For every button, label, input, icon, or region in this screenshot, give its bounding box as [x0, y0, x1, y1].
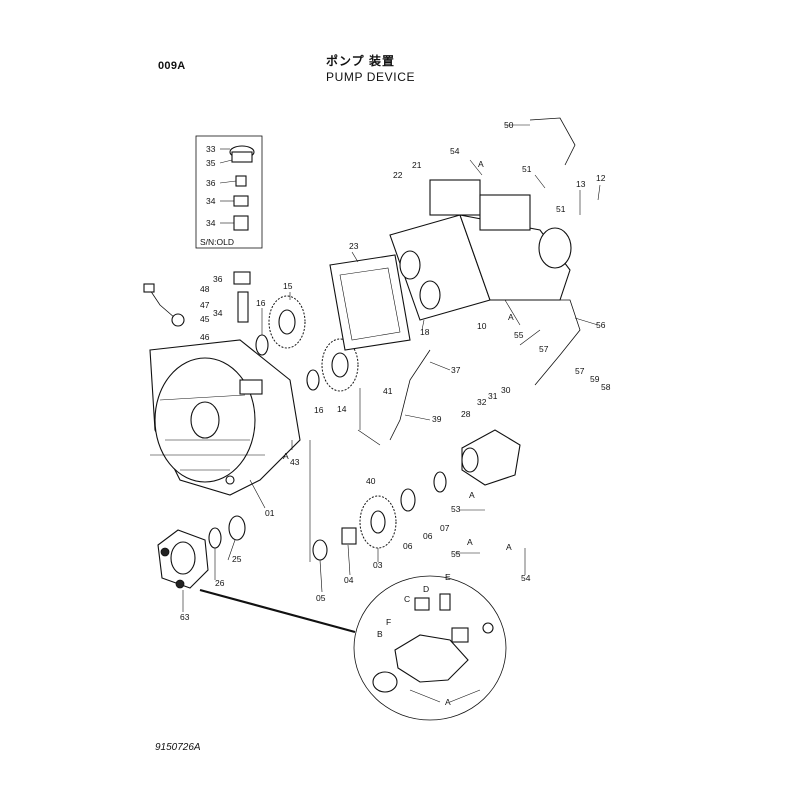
label-51a: 51	[522, 164, 532, 174]
label-14: 14	[337, 404, 347, 414]
ref-a3: A	[283, 451, 289, 461]
label-21: 21	[412, 160, 422, 170]
title-english: PUMP DEVICE	[326, 70, 416, 84]
label-36b: 36	[213, 274, 223, 284]
label-34b: 34	[206, 218, 216, 228]
label-47: 47	[200, 300, 210, 310]
ref-d: D	[423, 584, 429, 594]
label-01: 01	[265, 508, 275, 518]
gears	[255, 295, 447, 561]
label-59: 59	[590, 374, 600, 384]
label-16b: 16	[314, 405, 324, 415]
label-57b: 57	[575, 366, 585, 376]
label-31: 31	[488, 391, 498, 401]
ref-a2: A	[508, 312, 514, 322]
ref-b: B	[377, 629, 383, 639]
drawing-number: 9150726A	[155, 742, 201, 753]
label-51b: 51	[556, 204, 566, 214]
label-13: 13	[576, 179, 586, 189]
label-63: 63	[180, 612, 190, 622]
label-05: 05	[316, 593, 326, 603]
label-56: 56	[596, 320, 606, 330]
reference-letters: A A A A A A A B C D E F	[283, 159, 514, 707]
label-34c: 34	[213, 308, 223, 318]
label-53: 53	[451, 504, 461, 514]
label-22: 22	[393, 170, 403, 180]
ref-f: F	[386, 617, 391, 627]
ref-a6: A	[506, 542, 512, 552]
label-12: 12	[596, 173, 606, 183]
label-55a: 55	[514, 330, 524, 340]
leader-lines	[150, 124, 601, 703]
label-58: 58	[601, 382, 611, 392]
coupling-63	[157, 515, 246, 589]
ref-e: E	[445, 572, 451, 582]
label-18: 18	[420, 327, 430, 337]
pipes	[389, 117, 581, 441]
label-10: 10	[477, 321, 487, 331]
label-57a: 57	[539, 344, 549, 354]
label-36a: 36	[206, 178, 216, 188]
label-37: 37	[451, 365, 461, 375]
label-04: 04	[344, 575, 354, 585]
title-japanese: ポンプ 装置	[326, 54, 395, 68]
detail-circle	[199, 575, 507, 721]
ref-a1: A	[478, 159, 484, 169]
inset-note: S/N:OLD	[200, 237, 234, 247]
label-03: 03	[373, 560, 383, 570]
gear-housing-01	[149, 339, 301, 496]
pilot-pump-28	[461, 429, 521, 486]
label-54b: 54	[521, 573, 531, 583]
label-25: 25	[232, 554, 242, 564]
label-28: 28	[461, 409, 471, 419]
pump-assembly-10	[389, 179, 572, 321]
label-46: 46	[200, 332, 210, 342]
label-41: 41	[383, 386, 393, 396]
label-26: 26	[215, 578, 225, 588]
label-45: 45	[200, 314, 210, 324]
label-55b: 55	[451, 549, 461, 559]
label-43: 43	[290, 457, 300, 467]
label-30: 30	[501, 385, 511, 395]
label-07: 07	[440, 523, 450, 533]
label-34a: 34	[206, 196, 216, 206]
ref-a5: A	[467, 537, 473, 547]
label-15: 15	[283, 281, 293, 291]
gasket-23	[329, 254, 411, 351]
label-06a: 06	[403, 541, 413, 551]
inset-old-serial: 33 35 36 34 34 S/N:OLD	[195, 135, 263, 249]
label-32: 32	[477, 397, 487, 407]
diagram-code: 009A	[158, 60, 186, 72]
label-48: 48	[200, 284, 210, 294]
label-35: 35	[206, 158, 216, 168]
ref-a4: A	[469, 490, 475, 500]
label-33: 33	[206, 144, 216, 154]
label-39: 39	[432, 414, 442, 424]
label-54a: 54	[450, 146, 460, 156]
label-40: 40	[366, 476, 376, 486]
ref-a7: A	[445, 697, 451, 707]
label-16a: 16	[256, 298, 266, 308]
label-06b: 06	[423, 531, 433, 541]
ref-c: C	[404, 594, 410, 604]
sensor-harness	[143, 271, 251, 327]
label-23: 23	[349, 241, 359, 251]
